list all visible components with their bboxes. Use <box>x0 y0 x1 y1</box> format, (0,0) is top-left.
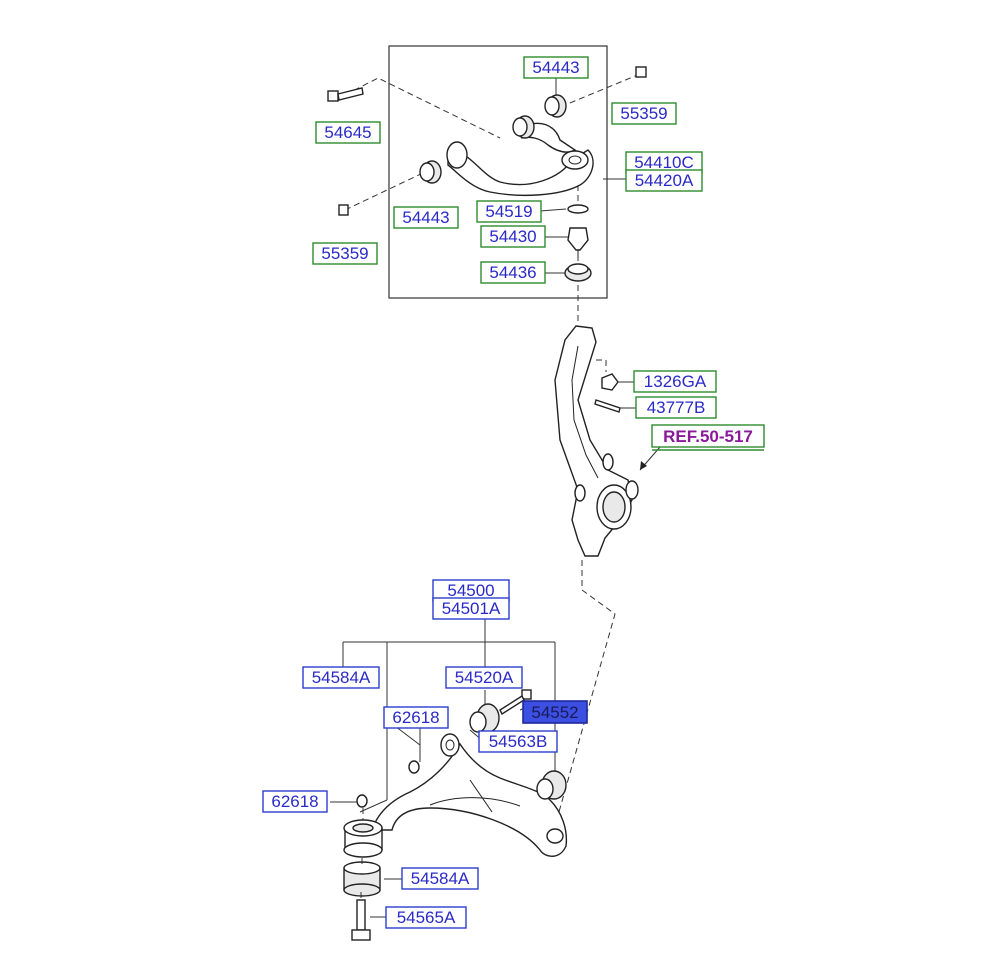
label-62618-lower[interactable]: 62618 <box>262 790 328 813</box>
svg-text:54645: 54645 <box>324 123 371 142</box>
steering-knuckle <box>554 325 639 557</box>
label-54443-left[interactable]: 54443 <box>393 206 459 229</box>
bolt-55359-top-icon <box>635 66 647 78</box>
svg-text:54565A: 54565A <box>397 908 456 927</box>
svg-text:54443: 54443 <box>402 208 449 227</box>
label-54563B[interactable]: 54563B <box>478 730 558 753</box>
label-55359-left[interactable]: 55359 <box>312 242 378 265</box>
lower-bushing-bottom-icon <box>343 861 381 897</box>
svg-text:54500: 54500 <box>447 581 494 600</box>
svg-text:55359: 55359 <box>321 244 368 263</box>
ball-joint-icon <box>567 227 589 258</box>
label-54436[interactable]: 54436 <box>480 261 546 284</box>
bolt-55359-left-icon <box>338 204 349 216</box>
washer-54563B-icon <box>440 733 460 757</box>
bolt-54645-icon <box>327 87 364 102</box>
label-ref-50-517[interactable]: REF.50-517 <box>651 424 765 451</box>
upper-bushing-left <box>419 160 442 184</box>
svg-text:54501A: 54501A <box>442 599 501 618</box>
dust-cover-icon <box>564 263 592 282</box>
nut-62618-lower-icon <box>356 794 368 808</box>
upper-control-arm <box>446 122 594 196</box>
label-54420A[interactable]: 54420A <box>625 169 703 192</box>
nut-62618-upper-icon <box>408 760 420 774</box>
label-54443-top[interactable]: 54443 <box>523 56 589 79</box>
label-54501A[interactable]: 54501A <box>432 597 510 620</box>
upper-bushing-front <box>512 115 535 139</box>
label-54519[interactable]: 54519 <box>476 200 542 223</box>
nut-1326GA-icon <box>601 373 619 391</box>
washer-54519-icon <box>567 204 589 214</box>
svg-text:54436: 54436 <box>489 263 536 282</box>
label-54584A-bottom[interactable]: 54584A <box>401 867 479 890</box>
bolt-path-55359-top <box>564 73 641 106</box>
label-54430[interactable]: 54430 <box>480 225 546 248</box>
lower-bushing-vertical-icon <box>343 819 383 858</box>
label-54552-highlighted[interactable]: 54552 <box>522 700 588 724</box>
svg-text:62618: 62618 <box>271 792 318 811</box>
label-55359-top[interactable]: 55359 <box>611 102 677 125</box>
bolt-54565A-icon <box>351 899 371 941</box>
label-54565A[interactable]: 54565A <box>385 906 467 929</box>
cotter-pin-icon <box>594 399 621 413</box>
upper-bushing-rear <box>544 94 567 118</box>
svg-text:54519: 54519 <box>485 202 532 221</box>
svg-text:62618: 62618 <box>392 708 439 727</box>
svg-text:54430: 54430 <box>489 227 536 246</box>
lower-control-arm <box>371 742 568 857</box>
svg-text:54563B: 54563B <box>489 732 548 751</box>
svg-text:54410C: 54410C <box>634 153 694 172</box>
label-54584A-left[interactable]: 54584A <box>302 666 380 689</box>
svg-text:54584A: 54584A <box>312 668 371 687</box>
bolt-54552-icon <box>499 689 532 716</box>
bolt-path-55359-left <box>344 171 426 211</box>
label-62618-upper[interactable]: 62618 <box>383 706 449 729</box>
svg-text:1326GA: 1326GA <box>644 372 707 391</box>
lower-bushing-front-icon <box>469 703 500 733</box>
svg-text:54520A: 54520A <box>455 668 514 687</box>
svg-text:43777B: 43777B <box>647 398 706 417</box>
label-43777B[interactable]: 43777B <box>635 396 717 419</box>
label-54520A[interactable]: 54520A <box>445 666 523 689</box>
svg-text:54584A: 54584A <box>411 869 470 888</box>
label-54645[interactable]: 54645 <box>315 121 381 144</box>
svg-text:55359: 55359 <box>620 104 667 123</box>
lower-bushing-rear-icon <box>536 770 567 800</box>
svg-text:REF.50-517: REF.50-517 <box>663 427 753 446</box>
svg-text:54420A: 54420A <box>635 171 694 190</box>
svg-text:54443: 54443 <box>532 58 579 77</box>
label-1326GA[interactable]: 1326GA <box>633 370 717 393</box>
svg-text:54552: 54552 <box>531 703 578 722</box>
upper-arm-group-frame <box>388 45 608 299</box>
label-54410C[interactable]: 54410C <box>625 151 703 174</box>
